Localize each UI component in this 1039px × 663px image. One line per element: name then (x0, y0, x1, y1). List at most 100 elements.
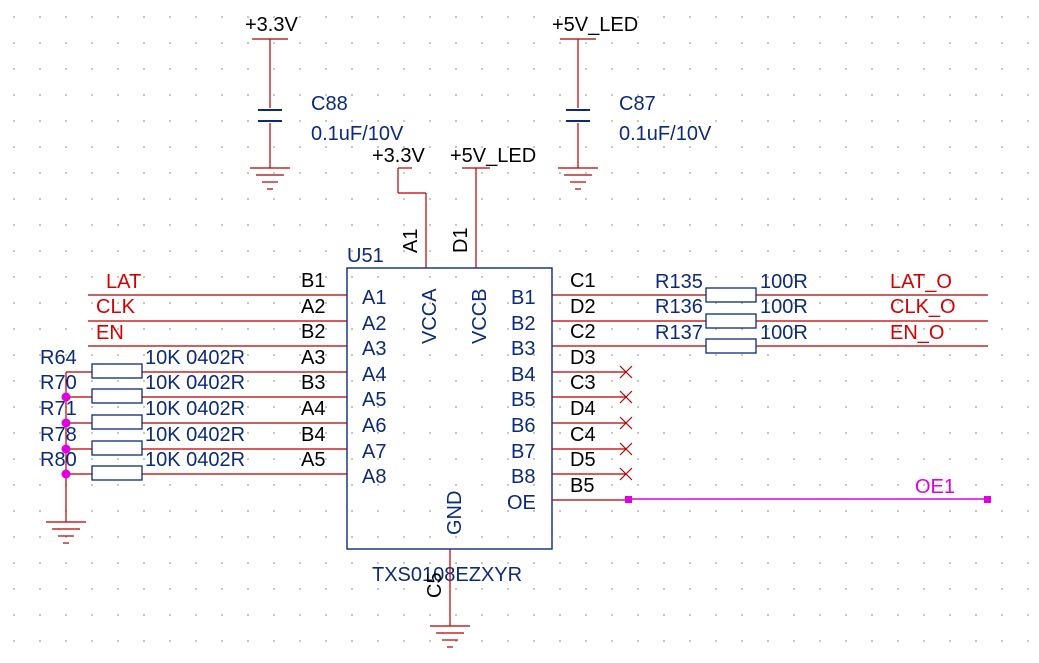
pin-num-a2: A2 (301, 296, 325, 318)
r71-value: 10K 0402R (145, 398, 245, 420)
pin-name-b4: B4 (511, 364, 535, 386)
r135-value: 100R (760, 271, 808, 293)
pin-num-d3: D3 (570, 347, 596, 369)
pin-name-b8: B8 (511, 466, 535, 488)
r78-body (91, 440, 143, 456)
r80-ref: R80 (40, 449, 77, 471)
pin-name-a3: A3 (362, 338, 386, 360)
pin-name-a2: A2 (362, 313, 386, 335)
vccb-pin-number: D1 (450, 227, 472, 253)
r136-ref: R136 (655, 296, 703, 318)
net-clk-o: CLK_O (890, 296, 956, 318)
r137-body (705, 338, 757, 354)
r80-value: 10K 0402R (145, 449, 245, 471)
r135-ref: R135 (655, 271, 703, 293)
oe-wire-end-marker (984, 496, 991, 503)
pin-name-a1: A1 (362, 287, 386, 309)
net-lat-o: LAT_O (890, 271, 952, 293)
pin-num-d5: D5 (570, 449, 596, 471)
pin-name-b2: B2 (511, 313, 535, 335)
ic-ref: U51 (347, 245, 384, 267)
pin-num-d4: D4 (570, 398, 596, 420)
r137-ref: R137 (655, 322, 703, 344)
pin-num-b5: B5 (570, 475, 594, 497)
vcca-pin-label: VCCA (419, 288, 441, 344)
pin-num-c3: C3 (570, 372, 596, 394)
pin-num-b4: B4 (301, 424, 325, 446)
junction-dot (61, 392, 71, 402)
pin-num-a3: A3 (301, 347, 325, 369)
c87-capacitor: +5V_LED C87 0.1uF/10V (552, 14, 712, 190)
c87-ref: C87 (619, 93, 656, 115)
c87-value: 0.1uF/10V (619, 123, 712, 145)
r64-body (91, 363, 143, 379)
junction-dot (61, 444, 71, 454)
c88-rail-label: +3.3V (245, 14, 298, 36)
gnd-pin-label: GND (444, 491, 466, 535)
pin-name-a4: A4 (362, 364, 386, 386)
right-pin-wires: C1 D2 C2 D3 C3 D4 C4 D5 B5 (552, 270, 706, 501)
net-en-o: EN_O (890, 322, 944, 344)
r137-value: 100R (760, 322, 808, 344)
pin-name-a7: A7 (362, 441, 386, 463)
r70-ref: R70 (40, 372, 77, 394)
pin-name-b5: B5 (511, 389, 535, 411)
pin-num-c2: C2 (570, 321, 596, 343)
r70-body (91, 388, 143, 404)
r78-ref: R78 (40, 424, 77, 446)
c88-value: 0.1uF/10V (311, 123, 404, 145)
pin-name-b7: B7 (511, 441, 535, 463)
r71-body (91, 414, 143, 430)
net-clk: CLK (96, 296, 136, 318)
ic-supply-pins: +3.3V A1 +5V_LED D1 (372, 145, 536, 268)
r64-ref: R64 (40, 347, 77, 369)
ic-part-number: TXS0108EZXYR (372, 564, 522, 586)
vcca-pin-number: A1 (400, 229, 422, 253)
r64-value: 10K 0402R (145, 347, 245, 369)
pin-num-c1: C1 (570, 270, 596, 292)
series-resistors: R135 R136 R137 100R 100R 100R LAT_O CLK_… (655, 271, 988, 354)
oe-net: OE1 (625, 476, 991, 503)
r71-ref: R71 (40, 398, 77, 420)
pin-num-b3: B3 (301, 372, 325, 394)
pin-name-b3: B3 (511, 338, 535, 360)
c88-capacitor: +3.3V C88 0.1uF/10V (245, 14, 404, 190)
u51-ic: U51 TXS0108EZXYR VCCA VCCB GND A1 A2 A3 … (346, 245, 553, 586)
gnd-pin-number: C5 (424, 572, 446, 598)
pin-num-a5: A5 (301, 449, 325, 471)
c88-ref: C88 (311, 93, 348, 115)
pin-name-b6: B6 (511, 415, 535, 437)
c87-rail-label: +5V_LED (552, 14, 638, 36)
pin-name-a6: A6 (362, 415, 386, 437)
junction-dot (61, 418, 71, 428)
pin-name-a5: A5 (362, 389, 386, 411)
net-lat: LAT (106, 271, 141, 293)
no-connect-markers (619, 365, 633, 481)
pin-name-a8: A8 (362, 466, 386, 488)
r78-value: 10K 0402R (145, 424, 245, 446)
r135-body (705, 287, 757, 303)
vccb-pin-label: VCCB (469, 288, 491, 344)
pin-num-c4: C4 (570, 424, 596, 446)
r136-value: 100R (760, 296, 808, 318)
pulldown-resistors: R64 R70 R71 R78 R80 10K 0402R 10K 0402R … (40, 347, 245, 544)
pin-num-b2: B2 (301, 321, 325, 343)
left-pin-wires: B1 A2 B2 A3 B3 A4 B4 A5 (88, 270, 347, 475)
pin-num-a4: A4 (301, 398, 325, 420)
pin-num-d2: D2 (570, 296, 596, 318)
oe-wire-end-marker (625, 496, 632, 503)
net-oe1: OE1 (915, 476, 955, 498)
net-en: EN (96, 322, 124, 344)
pin-num-b1: B1 (301, 270, 325, 292)
pin-name-oe: OE (507, 492, 536, 514)
r80-body (91, 465, 143, 481)
junction-dot (61, 469, 71, 479)
pin-name-b1: B1 (511, 287, 535, 309)
vccb-rail-label: +5V_LED (450, 145, 536, 167)
r136-body (705, 313, 757, 329)
vcca-rail-label: +3.3V (372, 145, 425, 167)
ic-gnd-pin: C5 (424, 549, 470, 648)
input-net-labels: LAT CLK EN (96, 271, 141, 344)
